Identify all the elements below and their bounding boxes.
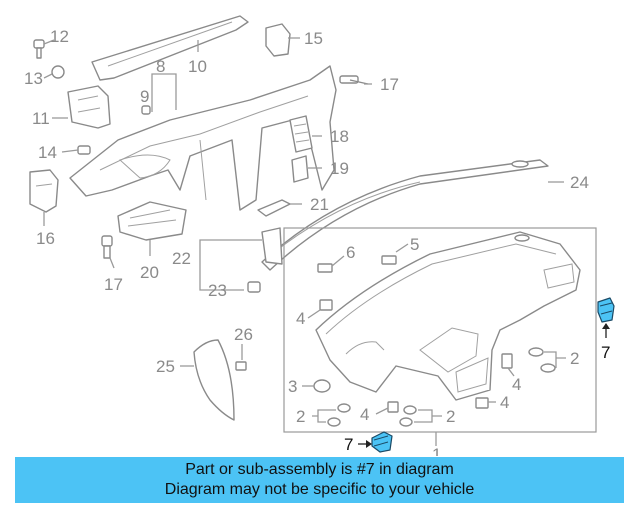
part-17-bolt-right[interactable] <box>339 75 369 85</box>
callout-2-right[interactable]: 2 <box>570 349 579 368</box>
part-21-pad[interactable] <box>257 199 291 217</box>
part-14-bolt[interactable] <box>77 145 91 155</box>
callout-8-leader <box>151 73 177 110</box>
part-22-bracket[interactable] <box>261 227 283 265</box>
callout-2-right-leader <box>544 351 566 368</box>
part-7-highlighted-bottom[interactable] <box>371 431 393 453</box>
part-20-bracket[interactable] <box>117 201 187 241</box>
part-17-bolt-left[interactable] <box>101 235 113 259</box>
part-10-duct[interactable] <box>91 15 249 81</box>
part-1-dashboard-panel[interactable] <box>315 231 581 401</box>
callout-17-right[interactable]: 17 <box>380 75 399 94</box>
callout-18[interactable]: 18 <box>330 127 349 146</box>
callout-25[interactable]: 25 <box>156 357 175 376</box>
info-banner: Part or sub-assembly is #7 in diagram Di… <box>15 457 624 503</box>
callout-4-b[interactable]: 4 <box>512 375 521 394</box>
callout-7-bottom[interactable]: 7 <box>344 435 353 454</box>
callout-9[interactable]: 9 <box>140 87 149 106</box>
part-6-clip[interactable] <box>317 263 333 273</box>
banner-line-2: Diagram may not be specific to your vehi… <box>164 481 475 498</box>
callout-11[interactable]: 11 <box>32 109 50 128</box>
part-12-bolt[interactable] <box>33 39 45 59</box>
callout-15[interactable]: 15 <box>304 29 323 48</box>
callout-22-bracket <box>199 239 262 291</box>
part-4-clip-c[interactable] <box>387 401 399 413</box>
part-26-clip[interactable] <box>235 361 247 371</box>
part-3-clip[interactable] <box>313 379 331 393</box>
callout-22[interactable]: 22 <box>172 249 191 268</box>
callout-2-center-leader <box>414 409 442 423</box>
part-19-cover[interactable] <box>291 155 309 183</box>
part-16-bracket[interactable] <box>29 169 59 213</box>
part-7-highlighted-right[interactable] <box>597 297 615 323</box>
part-2-clips-right[interactable] <box>528 347 556 373</box>
assembly-box <box>283 227 597 433</box>
part-4-clip-a[interactable] <box>319 299 333 311</box>
part-2-clips-left[interactable] <box>327 403 351 427</box>
callout-17-left[interactable]: 17 <box>104 275 123 294</box>
callout-24[interactable]: 24 <box>570 173 589 192</box>
callout-2-center[interactable]: 2 <box>446 407 455 426</box>
callout-6[interactable]: 6 <box>346 243 355 262</box>
callout-23[interactable]: 23 <box>208 281 227 300</box>
callout-10[interactable]: 10 <box>188 57 207 76</box>
part-24-trim-strip[interactable] <box>261 159 549 271</box>
callout-20[interactable]: 20 <box>140 263 159 282</box>
part-23-clip[interactable] <box>247 281 261 293</box>
part-11-bracket[interactable] <box>67 85 111 129</box>
callout-4-c[interactable]: 4 <box>360 405 369 424</box>
callout-2-left[interactable]: 2 <box>296 407 305 426</box>
callout-3[interactable]: 3 <box>288 377 297 396</box>
callout-4-a[interactable]: 4 <box>296 309 305 328</box>
callout-4-d[interactable]: 4 <box>500 393 509 412</box>
callout-16[interactable]: 16 <box>36 229 55 248</box>
part-13-nut[interactable] <box>51 65 65 79</box>
callout-2-left-leader <box>312 409 336 423</box>
callout-5[interactable]: 5 <box>410 235 419 254</box>
callout-13[interactable]: 13 <box>24 69 43 88</box>
callout-7-right[interactable]: 7 <box>601 343 610 362</box>
callout-14[interactable]: 14 <box>38 143 57 162</box>
banner-line-1: Part or sub-assembly is #7 in diagram <box>185 461 454 478</box>
part-4-clip-d[interactable] <box>475 397 489 409</box>
part-2-clips-center[interactable] <box>399 405 417 427</box>
part-18-module[interactable] <box>289 115 313 153</box>
parts-diagram: 10 12 13 11 14 16 17 17 <box>24 15 615 456</box>
callout-21[interactable]: 21 <box>310 195 329 214</box>
callout-19[interactable]: 19 <box>330 159 349 178</box>
part-25-end-cap[interactable] <box>193 339 235 421</box>
callout-1[interactable]: 1 <box>432 445 441 456</box>
part-9-clip[interactable] <box>141 105 151 115</box>
callout-12[interactable]: 12 <box>50 27 69 46</box>
part-15-bracket[interactable] <box>265 23 291 57</box>
part-4-clip-b[interactable] <box>501 353 513 369</box>
callout-26[interactable]: 26 <box>234 325 253 344</box>
part-5-clip[interactable] <box>381 255 397 265</box>
callout-8[interactable]: 8 <box>156 57 165 76</box>
